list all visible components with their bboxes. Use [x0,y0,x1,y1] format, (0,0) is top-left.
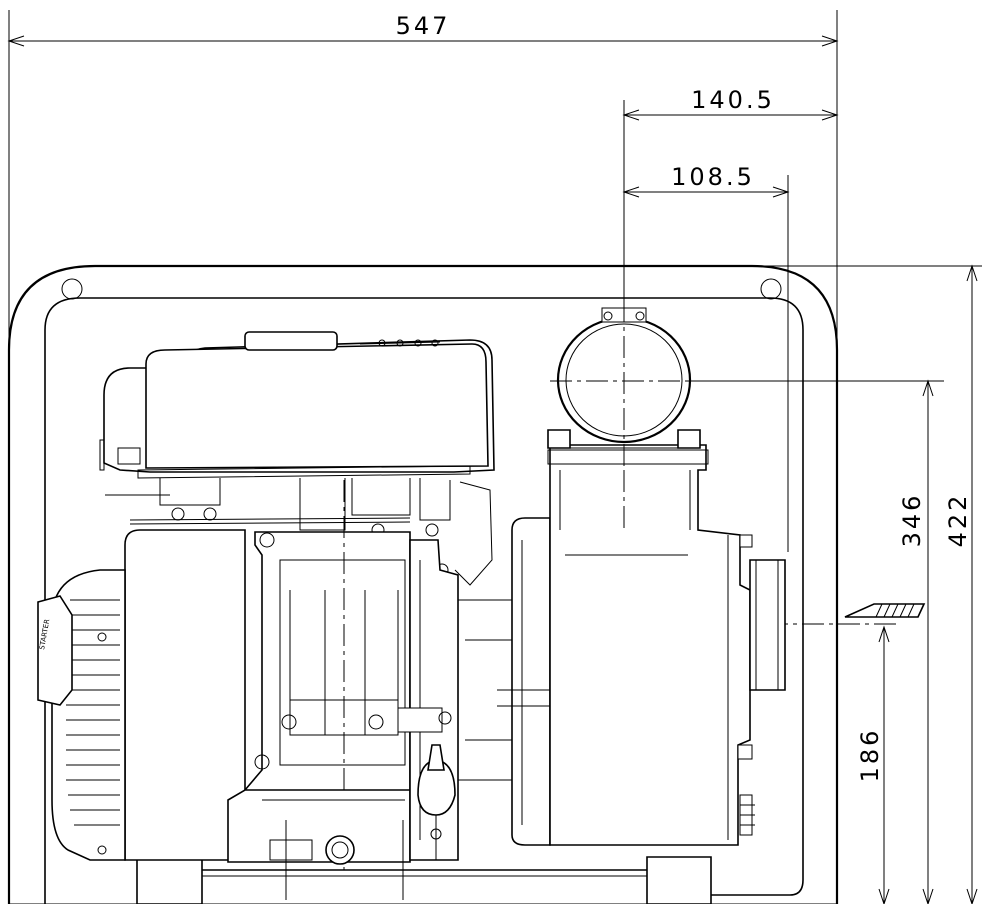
dimension-outlet-offset-inner: 108.5 [624,163,788,552]
starter-fins [66,600,120,825]
frame-bolt-hole-right [761,279,781,299]
overall-width-label: 547 [396,12,451,40]
pump [458,300,785,845]
inlet-height-label: 186 [856,728,884,783]
fuel-cock [418,760,455,815]
dimension-overall-width: 547 [9,10,837,370]
outlet-height-label: 346 [898,493,926,548]
inlet-port [750,560,785,690]
starter-grip [38,596,72,705]
frame [9,266,837,904]
level-symbol-icon [845,604,924,617]
frame-bolt-hole-left [62,279,82,299]
overall-height-label: 422 [944,493,972,548]
drain-plug [326,836,354,864]
dimension-inlet-height: 186 [730,604,924,904]
dimension-overall-height: 422 [760,266,982,904]
dimension-outlet-height: 346 [690,381,944,904]
outlet-offset-inner-label: 108.5 [671,163,755,191]
dimension-outlet-offset-outer: 140.5 [624,86,837,300]
engine: STARTER [38,332,494,900]
outlet-offset-outer-label: 140.5 [691,86,775,114]
